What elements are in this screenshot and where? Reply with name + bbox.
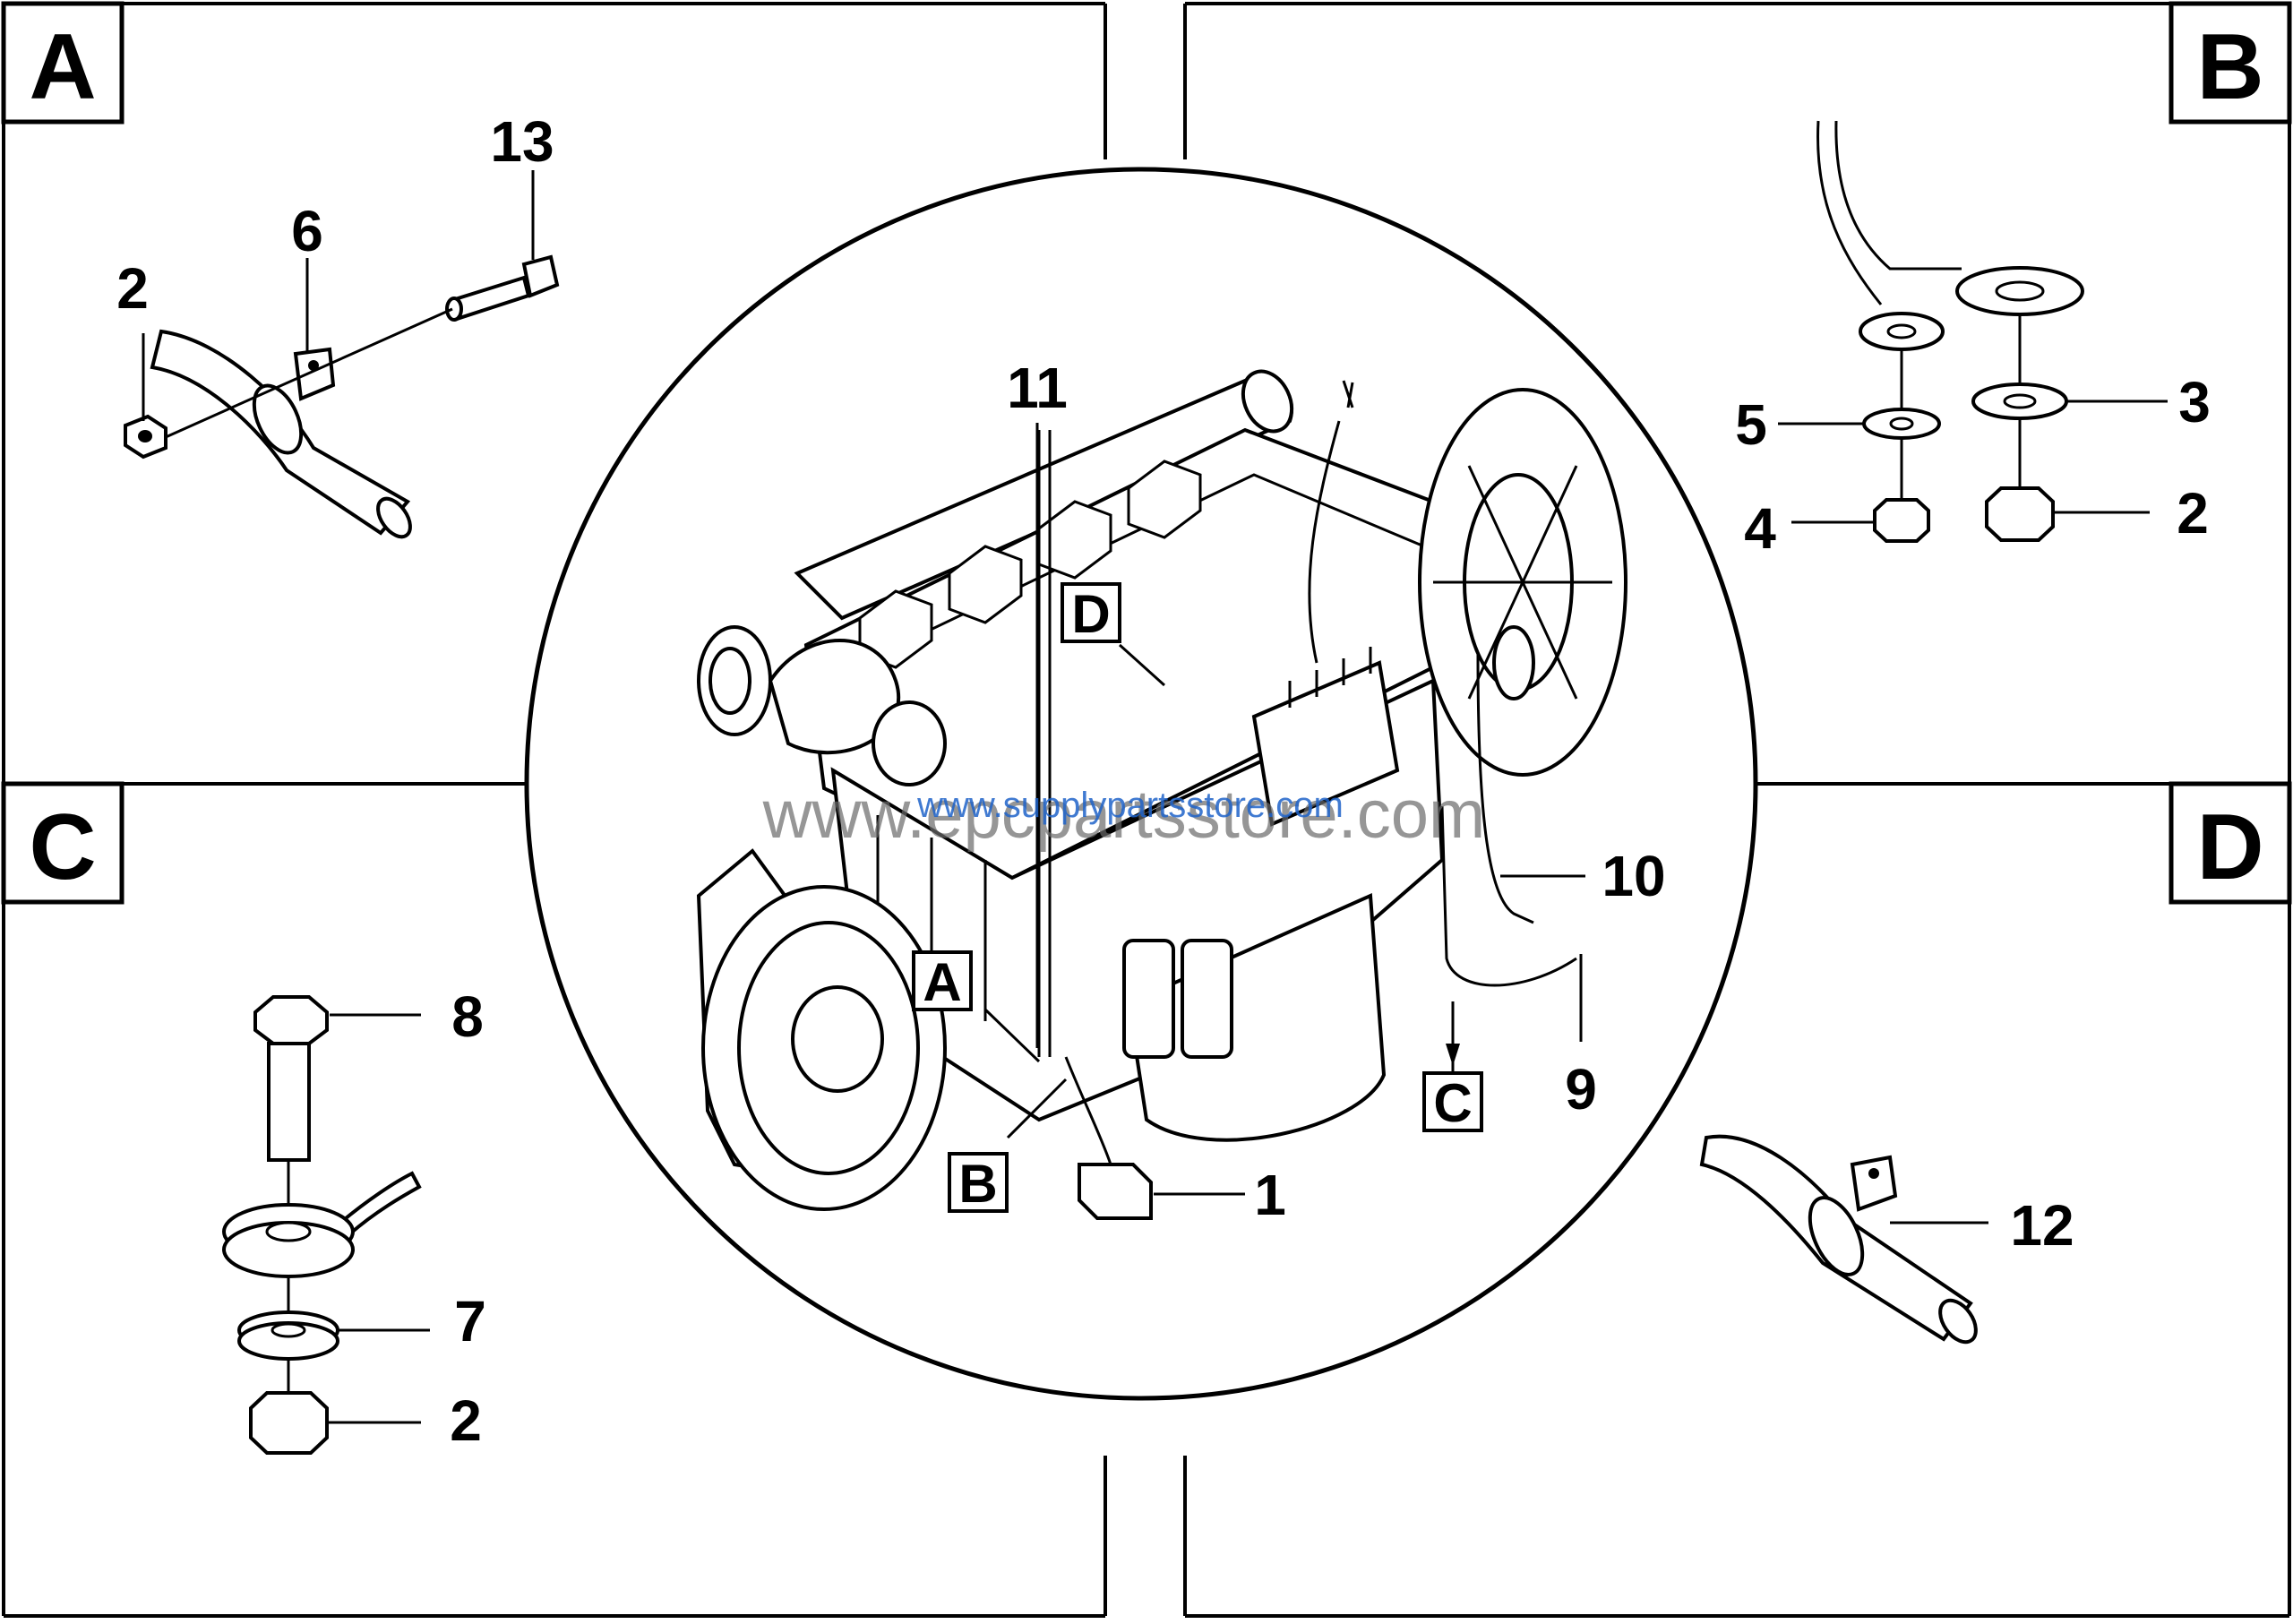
- svg-text:A: A: [29, 15, 96, 119]
- svg-text:C: C: [29, 795, 96, 899]
- panel-a-parts: [124, 170, 560, 539]
- callout-d-12: 12: [2010, 1193, 2074, 1258]
- panel-label-d: D: [2168, 781, 2292, 905]
- callout-b-2: 2: [2177, 481, 2209, 546]
- svg-text:D: D: [2196, 795, 2263, 899]
- callout-b-5: 5: [1735, 392, 1767, 457]
- detail-marker-b: B: [948, 1152, 1009, 1214]
- callout-center-11: 11: [1007, 356, 1068, 420]
- detail-marker-d: D: [1061, 582, 1121, 644]
- callout-a-2: 2: [116, 256, 149, 321]
- svg-text:C: C: [1433, 1073, 1472, 1133]
- center-leaders: [983, 423, 1585, 1196]
- callout-center-1: 1: [1254, 1163, 1286, 1227]
- callout-center-9: 9: [1565, 1057, 1597, 1121]
- callout-c-2: 2: [450, 1388, 482, 1453]
- panel-label-c: C: [1, 781, 125, 905]
- callout-a-13: 13: [490, 109, 554, 174]
- callout-a-6: 6: [291, 199, 323, 263]
- panel-b-parts: [1778, 120, 2168, 543]
- panel-label-a: A: [1, 1, 125, 125]
- svg-text:A: A: [923, 952, 961, 1012]
- detail-marker-c: C: [1422, 1071, 1483, 1133]
- panel-d-parts: [1699, 1134, 1988, 1345]
- panel-label-b: B: [2168, 1, 2292, 125]
- svg-text:B: B: [958, 1154, 997, 1214]
- callout-b-3: 3: [2178, 370, 2211, 434]
- callout-c-7: 7: [454, 1289, 486, 1353]
- callout-b-4: 4: [1744, 496, 1776, 561]
- watermark-small: www.supplypartsstore.com: [916, 786, 1344, 825]
- svg-text:B: B: [2196, 15, 2263, 119]
- panel-c-parts: [222, 995, 430, 1455]
- svg-text:D: D: [1071, 584, 1110, 644]
- detail-marker-a: A: [912, 950, 973, 1012]
- callout-c-8: 8: [451, 984, 484, 1049]
- callout-center-10: 10: [1602, 844, 1665, 908]
- watermark-large: www.epcpartsstore.com: [762, 777, 1486, 853]
